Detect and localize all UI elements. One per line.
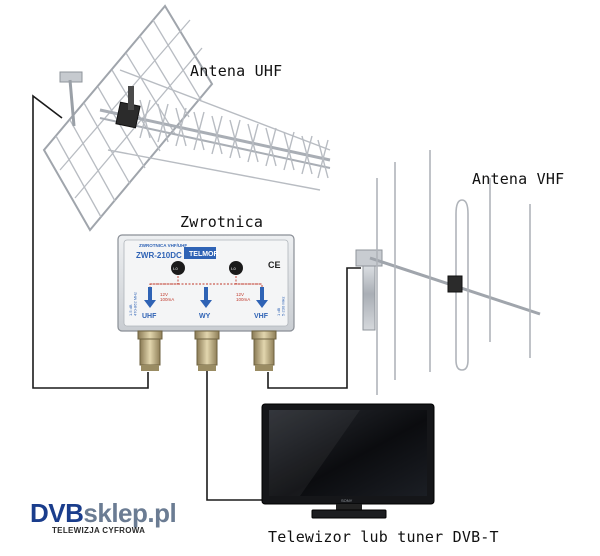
- logo-part-dvb: DVB: [30, 498, 84, 528]
- right-spec: 1 dB5-230 MHz: [276, 296, 285, 316]
- splitter-ce: CE: [268, 260, 281, 270]
- tv-label: Telewizor lub tuner DVB-T: [268, 528, 499, 546]
- port-wy[interactable]: [194, 330, 220, 371]
- uhf-reflector: [42, 4, 214, 232]
- cables: [32, 94, 361, 501]
- uhf-directors: [107, 69, 331, 191]
- tv-screen: [269, 410, 427, 496]
- tv: SONY: [261, 403, 435, 519]
- port-uhf[interactable]: [137, 330, 163, 371]
- splitter-label: Zwrotnica: [180, 213, 264, 231]
- logo-part-sklep: sklep.pl: [83, 498, 177, 528]
- splitter-model: ZWR-210DC: [136, 251, 182, 260]
- vhf-antenna-label: Antena VHF: [472, 170, 565, 188]
- port-vhf[interactable]: [251, 330, 277, 371]
- cable-vhf: [267, 267, 361, 389]
- port-label-vhf: VHF: [254, 313, 269, 320]
- port-label-wy: WY: [199, 313, 211, 320]
- switch-right[interactable]: [229, 261, 243, 275]
- logo-wordmark: DVBsklep.pl: [30, 498, 177, 528]
- splitter-small-title: ZWROTNICA VHF/UHF: [139, 243, 187, 248]
- tv-brand: SONY: [341, 498, 353, 503]
- splitter-brand: TELMOR: [189, 251, 219, 258]
- switch-left[interactable]: [171, 261, 185, 275]
- switch-right-label: I-0: [231, 266, 236, 271]
- dvbsklep-logo[interactable]: DVBsklep.pl TELEWIZJA CYFROWA: [30, 498, 177, 535]
- logo-tagline: TELEWIZJA CYFROWA: [52, 526, 146, 535]
- port-label-uhf: UHF: [142, 313, 157, 320]
- uhf-antenna-label: Antena UHF: [190, 62, 283, 80]
- uhf-boom: [99, 108, 331, 162]
- left-spec: 1.5 dB470-862 MHz: [128, 292, 137, 316]
- vhf-elements: [376, 150, 531, 395]
- cable-tv: [206, 368, 262, 501]
- switch-left-label: I-0: [173, 266, 178, 271]
- splitter: ZWROTNICA VHF/UHF ZWR-210DC TELMOR CE I-…: [117, 234, 295, 371]
- uhf-antenna: [42, 4, 331, 232]
- vhf-antenna: [355, 150, 541, 395]
- cable-uhf: [32, 94, 149, 389]
